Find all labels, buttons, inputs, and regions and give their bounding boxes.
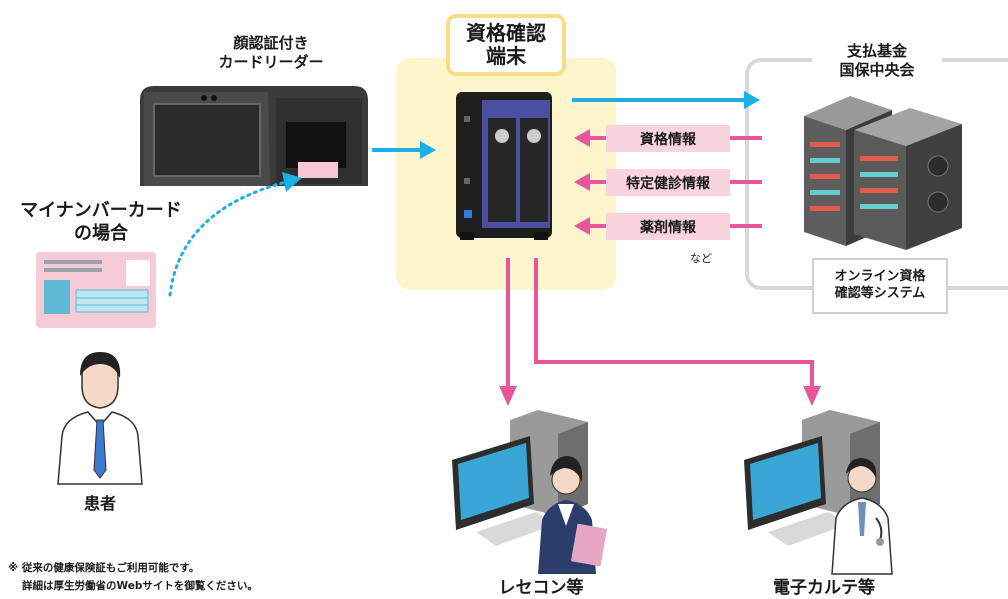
online-system-box: オンライン資格 確認等システム: [812, 258, 948, 314]
terminal-title-line2: 端末: [486, 44, 526, 68]
karte-label: 電子カルテ等: [773, 578, 875, 598]
card-reader-icon: [140, 86, 368, 186]
card-to-reader-dotted-arrow: [168, 172, 302, 297]
fund-label: 支払基金 国保中央会: [812, 42, 942, 80]
karte-computer-icon: [744, 410, 893, 575]
terminal-to-fund-arrow: [572, 91, 760, 109]
server-icon: [804, 96, 962, 250]
reader-to-terminal-arrow: [372, 141, 436, 159]
rececon-label: レセコン等: [498, 578, 584, 598]
footnote-line2: 詳細は厚生労働省のWebサイトを御覧ください。: [22, 580, 258, 592]
terminal-title: 資格確認 端末: [446, 14, 566, 76]
terminal-title-line1: 資格確認: [466, 21, 546, 45]
patient-label: 患者: [83, 494, 116, 513]
system-label-line1: オンライン資格: [834, 269, 926, 285]
mynumber-label: マイナンバーカード の場合: [20, 200, 182, 244]
rececon-computer-icon: [452, 410, 608, 574]
system-label-line2: 確認等システム: [834, 286, 926, 301]
patient-icon: [57, 352, 143, 485]
nas-terminal-icon: [456, 92, 552, 240]
info-badge-checkup: 特定健診情報: [606, 169, 730, 196]
info-badge-medication: 薬剤情報: [606, 213, 730, 240]
info-badge-qualification: 資格情報: [606, 125, 730, 152]
info-suffix: など: [690, 252, 712, 265]
mynumber-card-icon: [36, 252, 156, 328]
card-reader-label: 顔認証付き カードリーダー: [218, 34, 324, 71]
footnote-line1: ※ 従来の健康保険証もご利用可能です。: [8, 562, 200, 574]
terminal-to-clients-arrows: [499, 258, 821, 406]
